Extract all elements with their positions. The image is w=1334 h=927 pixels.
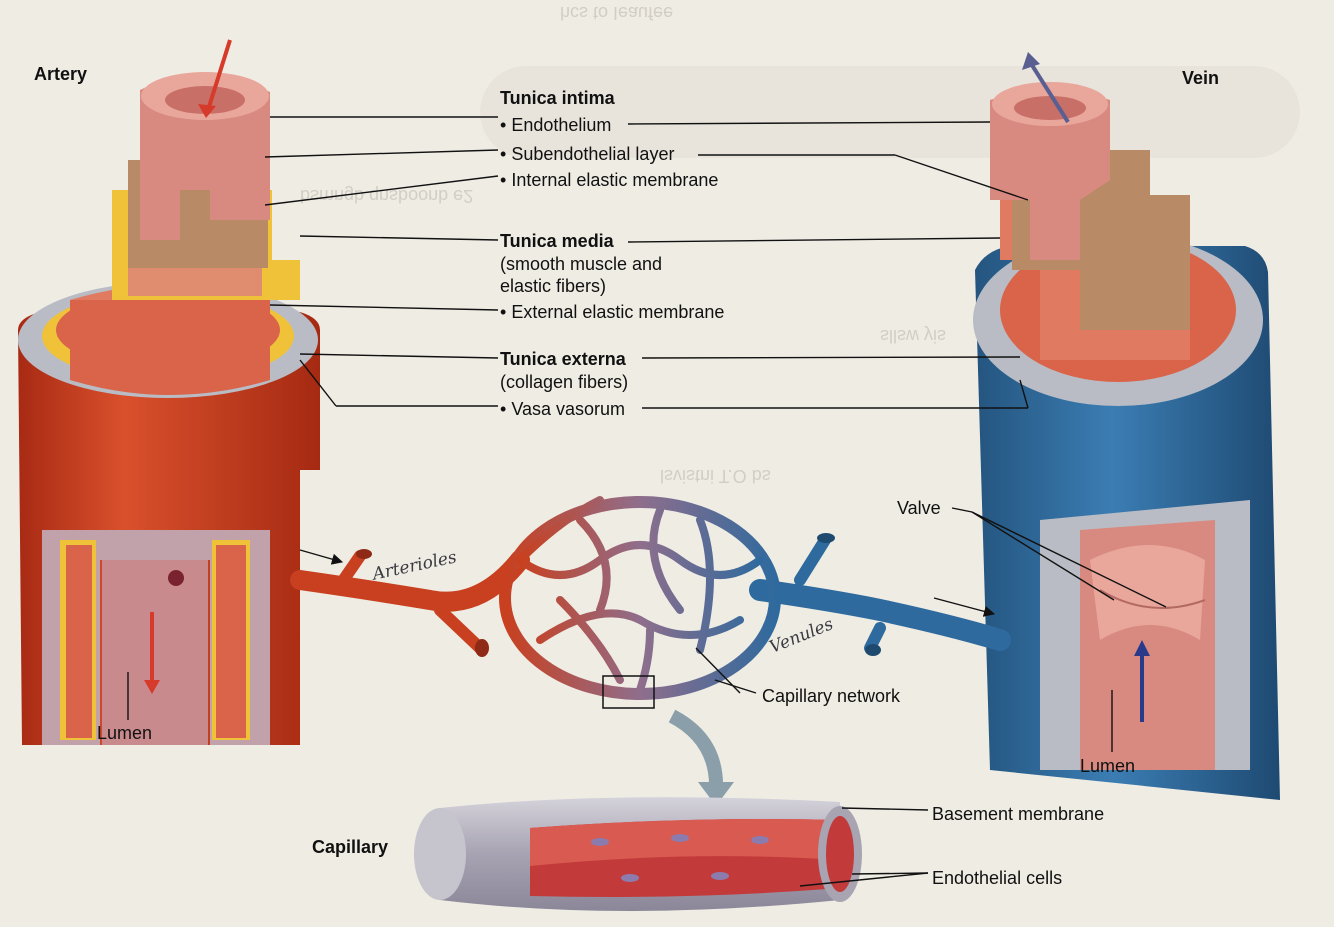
capillary-network-illustration [290,496,1011,806]
bullet: • [500,399,507,419]
capillary-illustration [414,797,862,911]
background-panel [480,66,1300,158]
internal-elastic-membrane-text: Internal elastic membrane [511,170,719,190]
endothelial-cells-label: Endothelial cells [932,868,1063,888]
artery-title: Artery [34,64,88,84]
artery-illustration [18,39,320,745]
bullet: • [500,144,507,164]
tunica-media-desc-2: elastic fibers) [500,276,607,296]
subendothelial-layer-text: Subendothelial layer [511,144,675,164]
artery-lumen-label: Lumen [97,723,153,743]
valve-label: Valve [897,498,941,518]
leader-lines [127,116,1167,887]
external-elastic-membrane-text: External elastic membrane [511,302,725,322]
tunica-externa-heading: Tunica externa [500,349,626,369]
internal-elastic-membrane-label: • Internal elastic membrane [500,170,718,191]
basement-membrane-label: Basement membrane [932,804,1105,824]
tunica-media-desc-1: (smooth muscle and [500,254,663,274]
bullet: • [500,115,507,135]
capillary-title: Capillary [312,837,389,857]
vasa-vasorum-label: • Vasa vasorum [500,399,625,420]
external-elastic-membrane-label: • External elastic membrane [500,302,724,323]
vein-illustration [973,52,1280,800]
vein-title: Vein [1182,68,1220,88]
endothelium-text: Endothelium [511,115,612,135]
subendothelial-layer-label: • Subendothelial layer [500,144,674,165]
tunica-externa-desc: (collagen fibers) [500,372,629,392]
bullet: • [500,170,507,190]
tunica-intima-heading: Tunica intima [500,88,615,108]
tunica-media-heading: Tunica media [500,231,614,251]
capillary-network-label: Capillary network [762,686,901,706]
endothelium-label: • Endothelium [500,115,611,136]
vein-lumen-label: Lumen [1080,756,1136,776]
bullet: • [500,302,507,322]
vasa-vasorum-text: Vasa vasorum [511,399,626,419]
